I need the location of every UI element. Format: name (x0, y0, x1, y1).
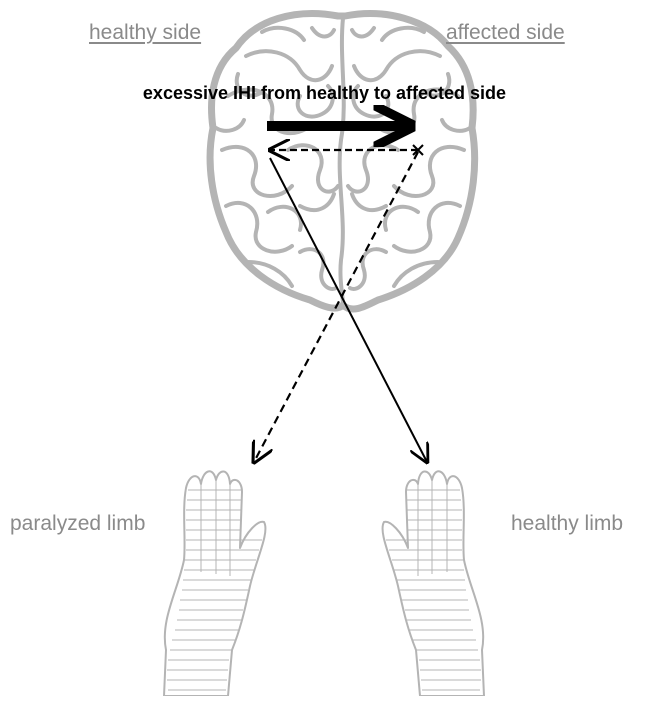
paralyzed-limb-label: paralyzed limb (10, 512, 145, 536)
healthy-limb-label: healthy limb (511, 512, 623, 536)
affected-side-label: affected side (446, 21, 565, 45)
ihi-label: excessive IHI from healthy to affected s… (0, 83, 649, 104)
solid-descending-arrow (270, 158, 427, 462)
healthy-side-label: healthy side (89, 21, 201, 45)
left-hand-icon (164, 471, 265, 696)
dashed-descending-arrow (254, 152, 418, 462)
brain-icon (210, 14, 475, 309)
right-hand-icon (383, 471, 484, 696)
